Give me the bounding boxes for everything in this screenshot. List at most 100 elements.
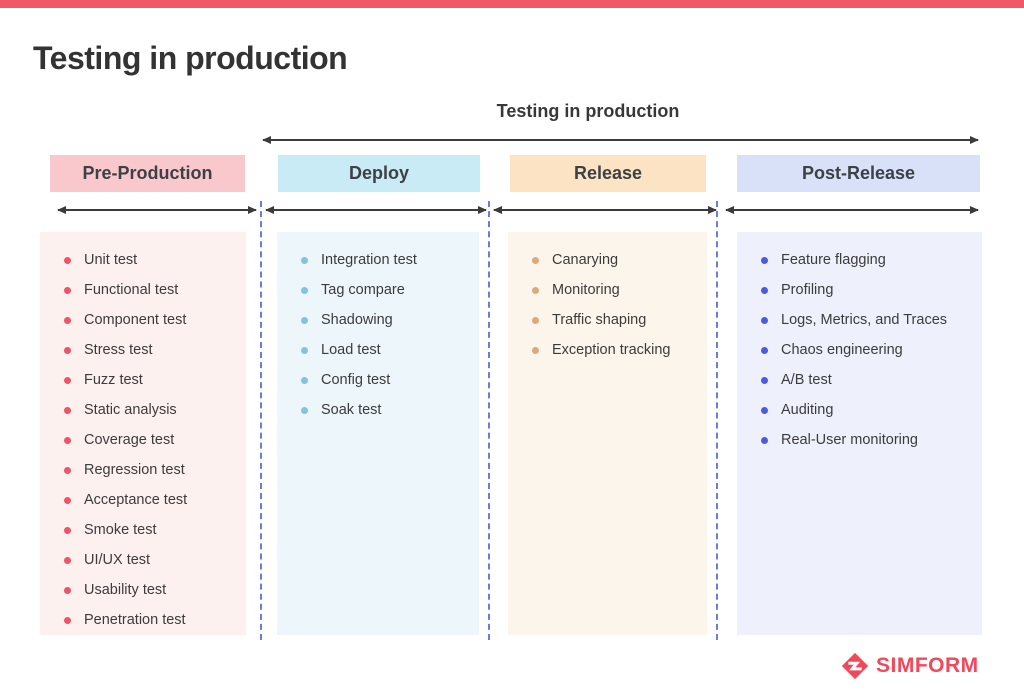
bullet-icon — [761, 346, 768, 354]
list-item-label: Real-User monitoring — [781, 432, 918, 448]
bullet-icon — [64, 496, 71, 504]
list-item-label: Component test — [84, 312, 187, 328]
column-divider-dashed-line — [260, 201, 262, 640]
list-item-label: Logs, Metrics, and Traces — [781, 312, 948, 328]
list-item-label: Exception tracking — [552, 342, 671, 358]
list-item-label: Coverage test — [84, 432, 175, 448]
column-header-pre-production: Pre-Production — [50, 155, 245, 192]
bullet-icon — [64, 406, 71, 414]
top-accent-bar — [0, 0, 1024, 8]
list-item-label: Traffic shaping — [552, 312, 647, 328]
list-item: Logs, Metrics, and Traces — [737, 305, 982, 335]
list-item-label: Unit test — [84, 252, 138, 268]
list-item: Usability test — [40, 575, 246, 605]
page-title: Testing in production — [33, 40, 348, 76]
bullet-icon — [301, 256, 308, 264]
list-item-label: Static analysis — [84, 402, 177, 418]
list-item-label: Load test — [321, 342, 381, 358]
simform-logo-text: SIMFORM — [876, 654, 979, 677]
bullet-icon — [761, 376, 768, 384]
simform-logo-icon — [841, 652, 869, 680]
bullet-icon — [64, 316, 71, 324]
bullet-icon — [301, 376, 308, 384]
list-item-label: Config test — [321, 372, 391, 388]
list-item-label: Soak test — [321, 402, 382, 418]
bullet-icon — [761, 316, 768, 324]
bullet-icon — [761, 256, 768, 264]
list-item: Soak test — [277, 395, 479, 425]
list-item: Feature flagging — [737, 245, 982, 275]
list-item: Config test — [277, 365, 479, 395]
column-header-deploy: Deploy — [278, 155, 480, 192]
column-header-release: Release — [510, 155, 706, 192]
column-range-arrow-release — [493, 206, 717, 214]
list-item: Unit test — [40, 245, 246, 275]
bullet-icon — [64, 616, 71, 624]
bullet-icon — [64, 346, 71, 354]
bullet-icon — [64, 256, 71, 264]
list-item: Traffic shaping — [508, 305, 707, 335]
bullet-icon — [301, 316, 308, 324]
bullet-icon — [64, 586, 71, 594]
bullet-icon — [761, 286, 768, 294]
column-range-arrow-deploy — [265, 206, 487, 214]
list-item: Fuzz test — [40, 365, 246, 395]
list-item-label: Acceptance test — [84, 492, 188, 508]
list-item: Static analysis — [40, 395, 246, 425]
bullet-icon — [301, 346, 308, 354]
list-item: Real-User monitoring — [737, 425, 982, 455]
list-item-label: Penetration test — [84, 612, 186, 628]
list-item: Smoke test — [40, 515, 246, 545]
bullet-icon — [64, 466, 71, 474]
bullet-icon — [532, 346, 539, 354]
list-item-label: UI/UX test — [84, 552, 151, 568]
list-item: Integration test — [277, 245, 479, 275]
column-header-post-release: Post-Release — [737, 155, 980, 192]
bullet-icon — [64, 436, 71, 444]
list-item-label: Functional test — [84, 282, 179, 298]
list-item: Stress test — [40, 335, 246, 365]
list-item-label: Tag compare — [321, 282, 405, 298]
list-item: Chaos engineering — [737, 335, 982, 365]
bullet-icon — [301, 406, 308, 414]
list-item: Auditing — [737, 395, 982, 425]
list-item: A/B test — [737, 365, 982, 395]
list-item-label: Monitoring — [552, 282, 620, 298]
list-item-label: Auditing — [781, 402, 834, 418]
bullet-icon — [301, 286, 308, 294]
list-item: Coverage test — [40, 425, 246, 455]
list-item-label: Canarying — [552, 252, 619, 268]
list-item: Monitoring — [508, 275, 707, 305]
list-item-label: Fuzz test — [84, 372, 143, 388]
simform-logo: SIMFORM — [840, 651, 979, 681]
bullet-icon — [64, 376, 71, 384]
list-item-label: Stress test — [84, 342, 153, 358]
list-item-label: Shadowing — [321, 312, 393, 328]
bullet-icon — [532, 256, 539, 264]
list-item: Load test — [277, 335, 479, 365]
list-item-label: Profiling — [781, 282, 834, 298]
list-item-label: Smoke test — [84, 522, 157, 538]
list-item: Canarying — [508, 245, 707, 275]
list-item: Functional test — [40, 275, 246, 305]
list-item-label: Usability test — [84, 582, 167, 598]
list-item: Profiling — [737, 275, 982, 305]
list-item: Tag compare — [277, 275, 479, 305]
list-item-label: Regression test — [84, 462, 185, 478]
list-item: UI/UX test — [40, 545, 246, 575]
list-item-label: A/B test — [781, 372, 832, 388]
list-item: Penetration test — [40, 605, 246, 635]
list-item: Exception tracking — [508, 335, 707, 365]
list-item: Acceptance test — [40, 485, 246, 515]
list-item-label: Chaos engineering — [781, 342, 903, 358]
bullet-icon — [64, 556, 71, 564]
span-heading: Testing in production — [496, 101, 680, 121]
bullet-icon — [761, 436, 768, 444]
